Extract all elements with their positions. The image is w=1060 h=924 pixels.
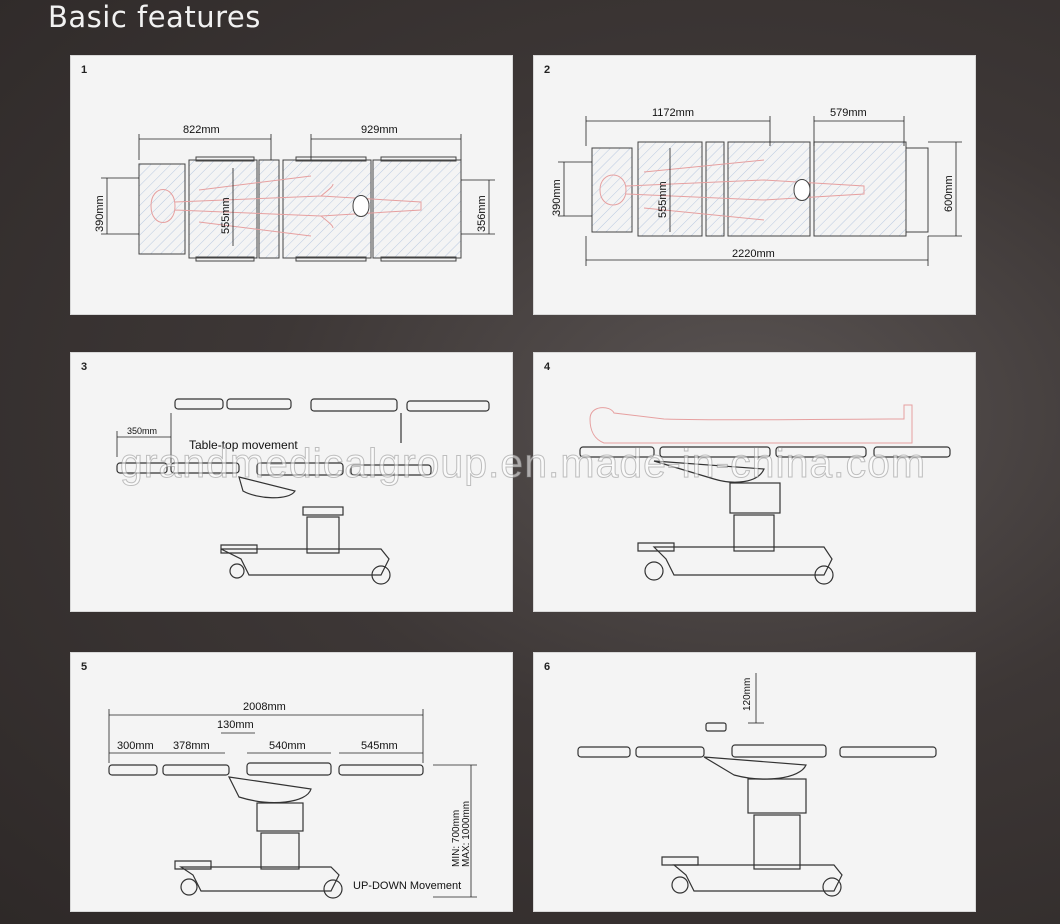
dim-300: 300mm (117, 740, 154, 752)
page-title: Basic features (48, 0, 261, 34)
dim-350: 350mm (127, 426, 157, 436)
side-view-diagram-3: 350mm Table-top movement (116, 398, 490, 585)
dim-555: 555mm (657, 181, 669, 218)
dim-1172: 1172mm (652, 107, 694, 119)
side-view-diagram-4 (579, 404, 951, 585)
dim-2008: 2008mm (243, 701, 286, 713)
dim-2220: 2220mm (732, 248, 775, 260)
table-side-outline (577, 722, 937, 897)
dim-356: 356mm (476, 195, 488, 232)
panel-4: 4 (533, 352, 976, 612)
panel-3: 3 350mm Table-top movement (70, 352, 513, 612)
panel-2: 2 1172mm 579mm 390mm 555 (533, 55, 976, 315)
panel-number: 1 (81, 64, 88, 76)
panel-number: 6 (544, 661, 551, 673)
panel-6: 6 120mm (533, 652, 976, 912)
patient-body-outline (589, 404, 913, 444)
table-side-outline (579, 446, 951, 585)
side-view-diagram-5: 2008mm 130mm 300mm 378mm 540mm 545mm MIN… (108, 701, 477, 899)
height-max: MAX: 1000mm (461, 801, 472, 867)
caption-up-down-movement: UP-DOWN Movement (353, 880, 461, 892)
top-view-diagram-1: 822mm 929mm 390mm 555mm 356mm (94, 124, 495, 262)
panel-number: 2 (544, 64, 551, 76)
table-side-outline (108, 762, 424, 899)
side-view-diagram-6: 120mm (577, 673, 937, 897)
dim-555: 555mm (220, 197, 232, 234)
table-top-segments (138, 159, 462, 259)
patient-body-outline (150, 175, 422, 237)
dim-579: 579mm (830, 107, 867, 119)
dim-929: 929mm (361, 124, 398, 136)
panel-1: 1 (70, 55, 513, 315)
dim-120: 120mm (742, 678, 753, 711)
dim-545: 545mm (361, 740, 398, 752)
dim-390: 390mm (94, 195, 106, 232)
table-side-outline (116, 398, 490, 585)
panel-number: 5 (81, 661, 88, 673)
dim-130: 130mm (217, 719, 254, 731)
panel-number: 3 (81, 361, 88, 373)
patient-body-outline (599, 159, 865, 221)
dim-822: 822mm (183, 124, 220, 136)
dim-600: 600mm (943, 175, 955, 212)
panel-5: 5 2008mm 130mm 300mm 378mm 540m (70, 652, 513, 912)
top-view-diagram-2: 1172mm 579mm 390mm 555mm 600mm 2220mm (551, 107, 962, 266)
dim-390: 390mm (551, 179, 563, 216)
caption-table-top-movement: Table-top movement (189, 438, 298, 452)
dim-378: 378mm (173, 740, 210, 752)
table-top-segments (591, 141, 907, 237)
panel-number: 4 (544, 361, 551, 373)
height-min: MIN: 700mm (451, 810, 462, 867)
dim-540: 540mm (269, 740, 306, 752)
